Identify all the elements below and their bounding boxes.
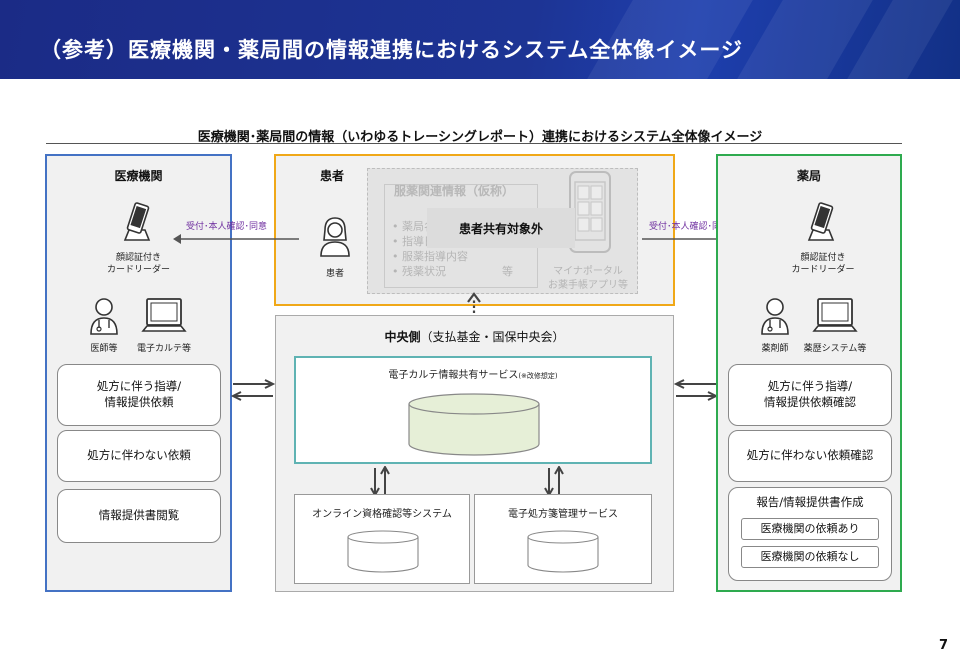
prescription-request-confirm-button[interactable]: 処方に伴う指導/ 情報提供依頼確認 [728,364,892,426]
non-prescription-request-button[interactable]: 処方に伴わない依頼 [57,430,221,482]
header-banner: （参考）医療機関・薬局間の情報連携におけるシステム全体像イメージ [0,0,960,79]
report-creation-title: 報告/情報提供書作成 [756,495,864,509]
ehr-sharing-service: 電子カルテ情報共有サービス(※改修想定) [294,356,652,464]
non-prescription-confirm-button[interactable]: 処方に伴わない依頼確認 [728,430,892,482]
prescription-request-confirm-label: 処方に伴う指導/ 情報提供依頼確認 [764,379,856,409]
medication-info-item: • 残薬状況 [392,265,446,278]
non-prescription-request-label: 処方に伴わない依頼 [87,448,191,463]
medication-info-item: • 服薬指導内容 [392,250,468,263]
sync-arrows-right [544,466,564,496]
pharmacist-icon [761,298,789,335]
card-reader-icon [123,202,151,241]
medication-info-item-text: 指導日 [402,235,435,248]
ehr-sharing-service-label: 電子カルテ情報共有サービス(※改修想定) [296,366,650,381]
central-title-main: 中央側 [384,330,421,344]
portal-label-1: マイナポータル [553,266,623,277]
eprescription-database-icon [527,530,599,573]
eprescription-service: 電子処方箋管理サービス [474,494,652,584]
central-title: 中央側（支払基金・国保中央会） [276,328,673,345]
hospital-reader-label-1: 顔認証付き [115,253,161,263]
sync-arrows-left [370,466,390,496]
online-system-label: オンライン資格確認等システム [312,509,452,520]
without-hospital-request-label: 医療機関の依頼なし [760,549,860,563]
medication-info-item: • 薬局名 [392,220,435,233]
medication-history-label: 薬歴システム等 [803,344,867,354]
pharmacy-title: 薬局 [796,169,821,183]
hospital-panel: 医療機関 顔認証付き カードリーダー 医師等 電子カルテ等 処方に伴う指導/ 情… [45,154,232,592]
subtitle-divider [46,143,902,144]
with-hospital-request-label: 医療機関の依頼あり [760,521,860,535]
pharmacy-reader-label-2: カードリーダー [791,265,855,275]
ehr-database-icon [408,393,540,456]
ehr-service-note: (※改修想定) [518,372,558,380]
info-document-view-button[interactable]: 情報提供書閲覧 [57,489,221,543]
online-qualification-system: オンライン資格確認等システム [294,494,470,584]
hospital-central-arrows [231,379,275,401]
hospital-reception-label: 受付･本人確認･同意 [186,222,268,232]
central-title-note: （支払基金・国保中央会） [420,330,565,344]
medication-info-item-text: 薬局名 [402,220,435,233]
medication-info-title: 服薬関連情報（仮称） [394,184,515,198]
patient-to-hospital-arrow [173,234,299,244]
pharmacist-label: 薬剤師 [761,344,789,354]
central-panel: 中央側（支払基金・国保中央会） 電子カルテ情報共有サービス(※改修想定) オンラ… [275,315,674,592]
page-title: （参考）医療機関・薬局間の情報連携におけるシステム全体像イメージ [40,38,743,62]
online-database-icon [347,530,419,573]
pharmacy-panel: 薬局 顔認証付き カードリーダー 薬剤師 薬歴システム等 処方に伴う指導/ 情報… [716,154,902,592]
patient-icon [320,217,350,257]
dotted-up-arrow [467,292,481,318]
prescription-instruction-request-button[interactable]: 処方に伴う指導/ 情報提供依頼 [57,364,221,426]
pharmacy-reader-label-1: 顔認証付き [800,253,846,263]
patient-title: 患者 [320,169,345,183]
ehr-service-name: 電子カルテ情報共有サービス [388,370,519,381]
with-hospital-request-button[interactable]: 医療機関の依頼あり [741,518,879,540]
computer-icon [812,298,858,332]
doctor-label: 医師等 [90,344,118,354]
eprescription-label: 電子処方箋管理サービス [508,509,618,520]
hospital-reader-label-2: カードリーダー [106,265,170,275]
central-pharmacy-arrows [674,379,718,401]
without-hospital-request-button[interactable]: 医療機関の依頼なし [741,546,879,568]
smartphone-icon [569,171,611,253]
portal-label-2: お薬手帳アプリ等 [548,280,628,291]
doctor-icon [90,298,118,335]
medication-info-item-text: 残薬状況 [402,265,446,278]
ehr-label: 電子カルテ等 [136,344,191,354]
medication-info-etc: 等 [502,265,513,278]
computer-icon [141,298,187,332]
hospital-title: 医療機関 [114,169,163,183]
patient-panel: 患者 患者 服薬関連情報（仮称） • 薬局名 • 指導日 • 服薬指導内容 • … [274,154,675,306]
info-document-view-label: 情報提供書閲覧 [98,508,180,523]
page-number: 7 [938,638,948,653]
card-reader-icon [807,202,835,241]
diagram-subtitle: 医療機関･薬局間の情報（いわゆるトレーシングレポート）連携におけるシステム全体像… [197,130,763,145]
not-shared-overlay: 患者共有対象外 [427,208,575,248]
patient-person-label: 患者 [325,269,344,279]
non-prescription-confirm-label: 処方に伴わない依頼確認 [746,448,874,463]
medication-info-item: • 指導日 [392,235,435,248]
medication-info-item-text: 服薬指導内容 [402,250,468,263]
pharmacy-reception-label: 受付･本人確認･同意 [649,222,731,232]
prescription-instruction-request-label: 処方に伴う指導/ 情報提供依頼 [96,379,182,409]
report-creation-box: 報告/情報提供書作成 医療機関の依頼あり 医療機関の依頼なし [728,487,892,581]
